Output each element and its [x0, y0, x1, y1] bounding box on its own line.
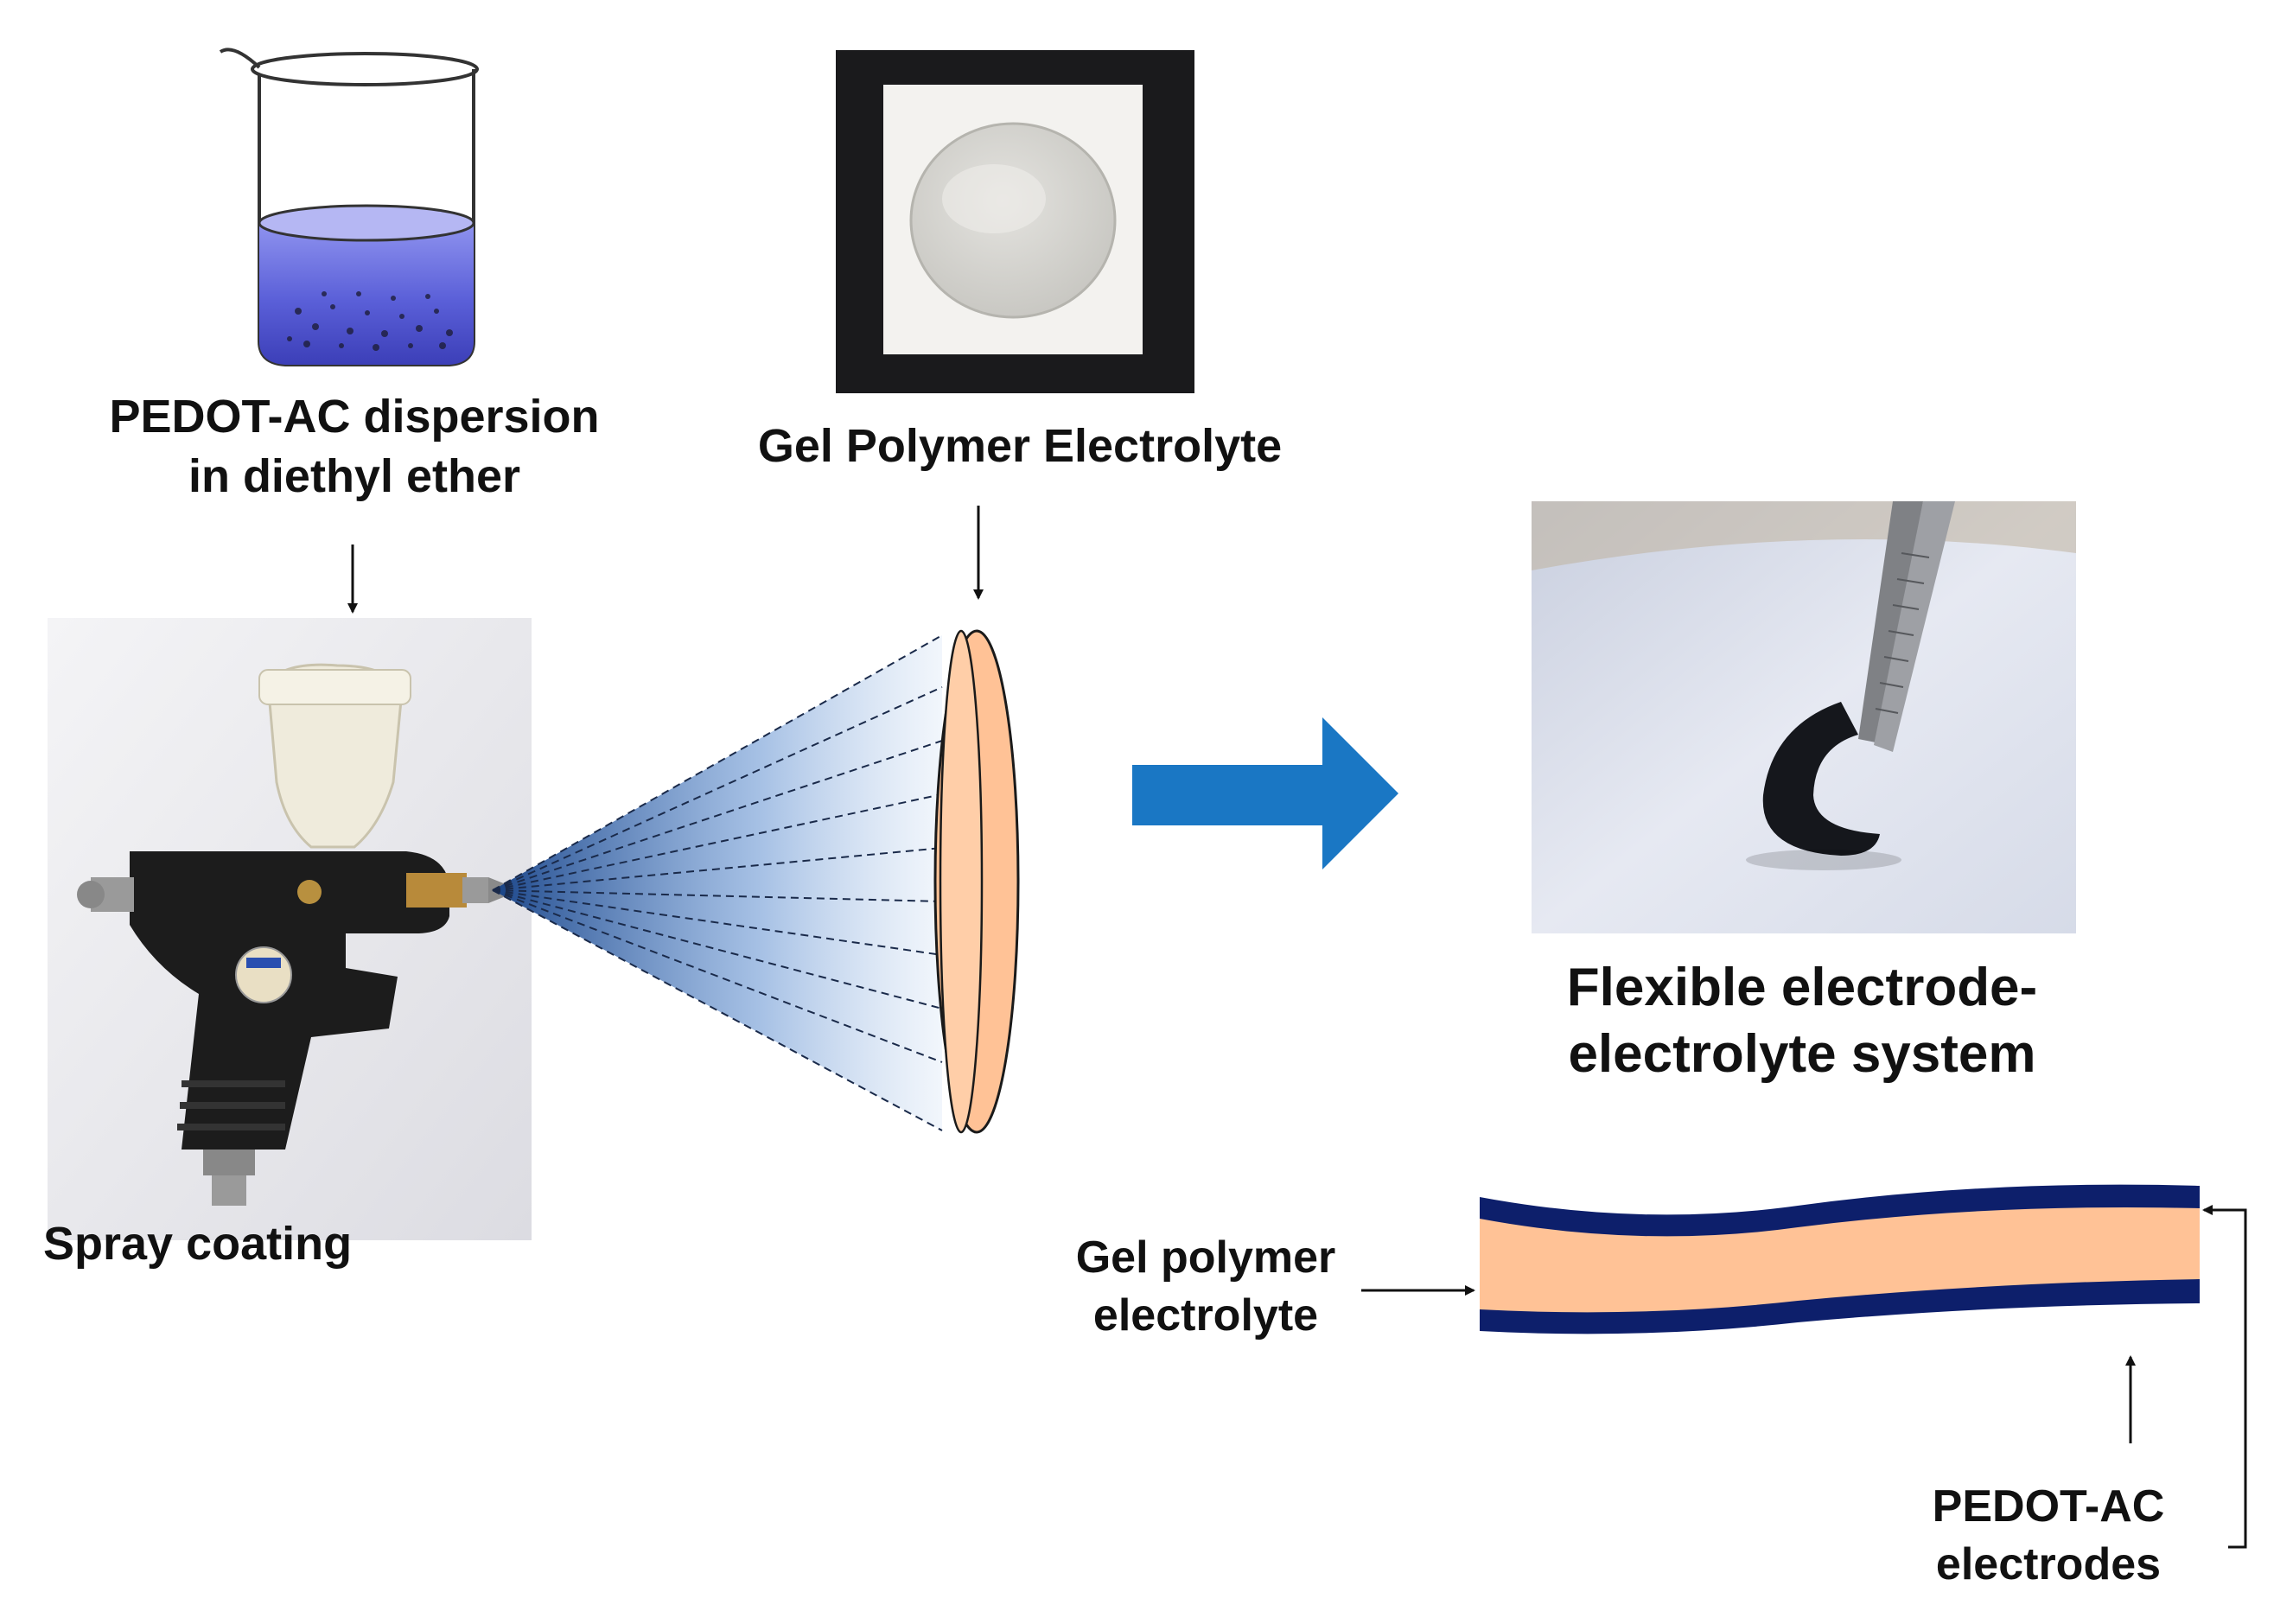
gel-polymer-label: Gel Polymer Electrolyte	[757, 420, 1283, 472]
electrode-electrolyte-stack	[1480, 1184, 2200, 1334]
electrolyte-membrane	[933, 629, 1020, 1134]
electrolyte-disc-icon	[836, 50, 1194, 393]
particles	[287, 291, 453, 351]
spray-cone	[492, 634, 943, 1131]
spray-coating-label: Spray coating	[43, 1218, 353, 1270]
electrodes-label: PEDOT-AC electrodes	[1932, 1481, 2165, 1589]
spray-gun-icon	[48, 618, 532, 1240]
flexible-system-label: Flexible electrode- electrolyte system	[1566, 958, 2038, 1084]
beaker-icon	[219, 48, 479, 366]
bent-electrode-icon	[1532, 501, 2076, 933]
process-arrow	[1132, 717, 1398, 869]
gel-polymer-side-label: Gel polymer electrolyte	[1075, 1232, 1336, 1341]
dispersion-label: PEDOT-AC dispersion in diethyl ether	[109, 391, 600, 503]
